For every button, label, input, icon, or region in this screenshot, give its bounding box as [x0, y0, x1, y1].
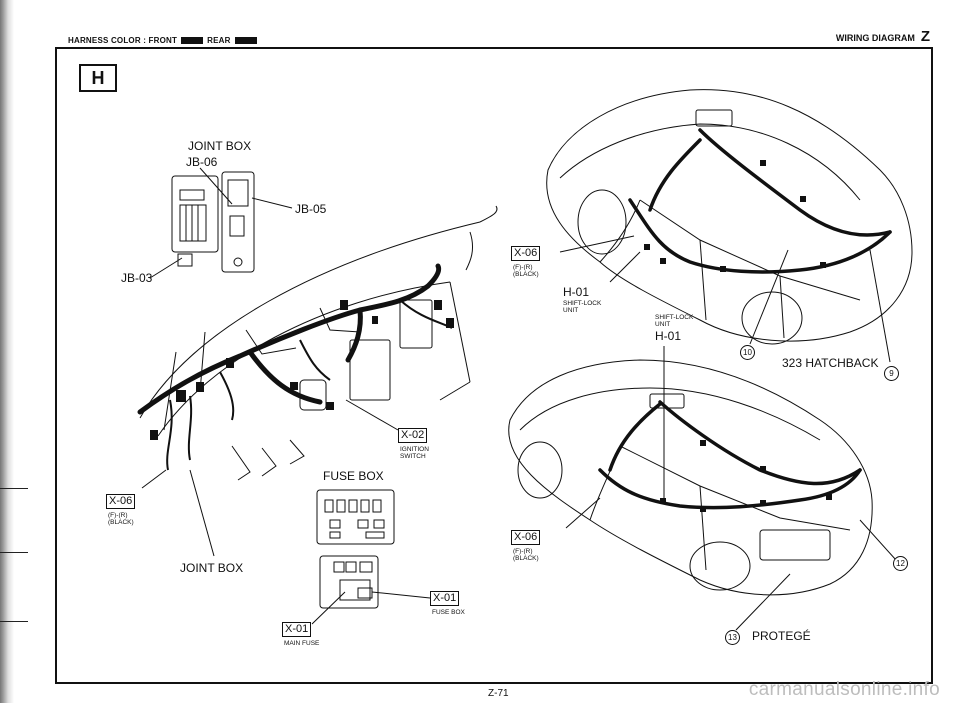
sedan-harness [598, 400, 862, 510]
dash-harness [137, 263, 442, 415]
joint-box-drawing [149, 167, 293, 279]
diagram-title: WIRING DIAGRAM [835, 33, 915, 43]
marker-10: 10 [740, 345, 755, 360]
jb06-label: JB-06 [186, 155, 218, 169]
rear-color-swatch [234, 37, 257, 44]
page-title: WIRING DIAGRAM Z [836, 28, 930, 45]
x06-sedan-connector-label: X-06 [511, 530, 541, 545]
x06-sedan-sub2: (BLACK) [513, 555, 539, 562]
rear-label: REAR [207, 36, 231, 45]
hatchback-model-label: 323 HATCHBACK [782, 356, 879, 370]
x01-main-connector-label: X-01 [282, 622, 312, 637]
fuse-box-sub-label: FUSE BOX [432, 609, 465, 616]
x06-sedan-sub1: (F)-(R) [513, 548, 533, 555]
joint-box-bottom-label: JOINT BOX [180, 561, 244, 575]
shift-lock-hatchback-sub2: UNIT [563, 307, 579, 314]
x02-connector-label: X-02 [398, 428, 428, 443]
main-fuse-sub-label: MAIN FUSE [284, 640, 320, 647]
binding-edge [0, 0, 14, 703]
x06-hatchback-sub2: (BLACK) [513, 271, 539, 278]
page-number: Z-71 [488, 688, 509, 699]
binding-mark [0, 621, 28, 622]
jb05-label: JB-05 [295, 202, 327, 216]
ignition-switch-label: IGNITION SWITCH [400, 446, 429, 461]
front-color-swatch [181, 37, 204, 44]
diagram-frame [55, 47, 933, 684]
hatchback-harness [628, 128, 892, 274]
binding-mark [0, 552, 28, 553]
x01-fuse-connector-label: X-01 [430, 591, 460, 606]
sedan-model-label: PROTEGÉ [752, 629, 811, 643]
joint-box-title: JOINT BOX [188, 139, 252, 153]
shift-lock-hatchback-sub1: SHIFT-LOCK [563, 300, 602, 307]
harness-color-legend: HARNESS COLOR : FRONT REAR [68, 36, 257, 45]
x06-hatchback-connector-label: X-06 [511, 246, 541, 261]
x06-dash-sub2: (BLACK) [108, 519, 134, 526]
jb03-label: JB-03 [121, 271, 153, 285]
section-tab: H [79, 64, 117, 92]
binding-mark [0, 488, 28, 489]
fuse-box-drawing [311, 489, 431, 625]
harness-color-label: HARNESS COLOR : FRONT [68, 36, 178, 45]
h01-sedan-label: H-01 [655, 329, 682, 343]
x06-dash-connector-label: X-06 [106, 494, 136, 509]
x06-dash-sub1: (F)-(R) [108, 512, 128, 519]
x06-hatchback-sub1: (F)-(R) [513, 264, 533, 271]
fuse-box-title: FUSE BOX [323, 469, 384, 483]
dashboard-drawing [139, 205, 498, 481]
shift-lock-sedan-sub1: SHIFT-LOCK [655, 314, 694, 321]
shift-lock-sedan-sub2: UNIT [655, 321, 671, 328]
sedan-drawing [508, 359, 873, 596]
watermark: carmanualsonline.info [748, 679, 940, 700]
h01-hatchback-label: H-01 [563, 285, 590, 299]
marker-9: 9 [884, 366, 899, 381]
marker-12: 12 [893, 556, 908, 571]
section-letter: Z [920, 28, 930, 45]
marker-13: 13 [725, 630, 740, 645]
hatchback-drawing [546, 89, 913, 345]
